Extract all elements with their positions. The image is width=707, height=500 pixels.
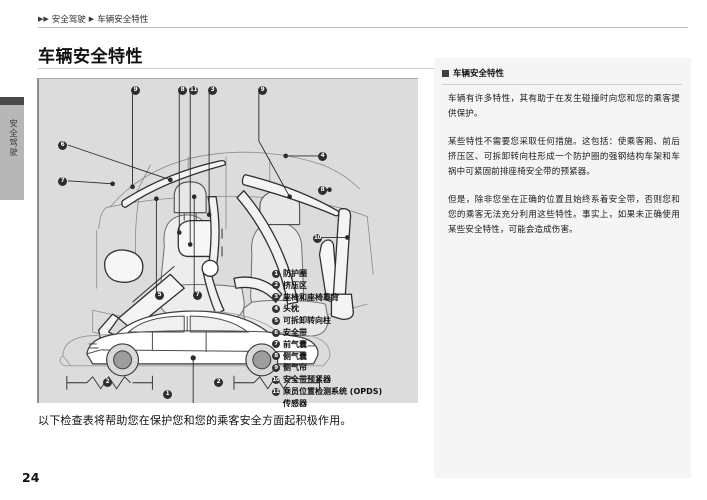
breadcrumb: ▶▶ 安全驾驶 ▶ 车辆安全特性 — [38, 13, 148, 25]
legend-label-5: 可拆卸转向柱 — [283, 316, 331, 326]
sidebar-body: 车辆有许多特性，其有助于在发生碰撞时向您和您的乘客提供保护。 某些特性不需要您采… — [448, 92, 680, 251]
legend-label-3: 座椅和座椅靠背 — [283, 292, 339, 302]
legend-num-3: 3 — [272, 293, 280, 302]
sidebar-paragraph-2: 某些特性不需要您采取任何措施。这包括：使乘客厢、前后挤压区、可拆卸转向柱形成一个… — [448, 137, 680, 177]
legend-num-10: 10 — [272, 375, 280, 384]
breadcrumb-arrow-icon: ▶ — [88, 14, 95, 23]
vehicle-interior-diagram — [59, 91, 374, 403]
legend-label-10: 安全带预紧器 — [283, 375, 331, 385]
legend-label-7: 前气囊 — [283, 339, 307, 349]
legend-num-1: 1 — [272, 269, 280, 278]
legend-label-6: 安全带 — [283, 327, 307, 337]
legend-label-11: 乘员位置检测系统 (OPDS) — [283, 386, 383, 396]
legend-num-8: 8 — [272, 352, 280, 361]
callout-9b: 9 — [258, 86, 267, 95]
callout-5: 5 — [155, 291, 164, 300]
legend-label-8: 侧气囊 — [283, 351, 307, 361]
callout-7a: 7 — [58, 177, 67, 186]
legend-label-9: 侧气帘 — [283, 363, 307, 373]
callout-9a: 9 — [131, 86, 140, 95]
callout-2a: 2 — [103, 378, 112, 387]
legend-num-11: 11 — [272, 387, 280, 396]
legend-num-4: 4 — [272, 304, 280, 313]
header-divider — [38, 27, 688, 28]
breadcrumb-item-0[interactable]: 安全驾驶 — [51, 15, 86, 25]
callout-8a: 8 — [178, 86, 187, 95]
sidebar-paragraph-3: 但是，除非您坐在正确的位置且始终系着安全带，否则您和您的乘客无法充分利用这些特性… — [448, 195, 680, 235]
legend-num-6: 6 — [272, 328, 280, 337]
breadcrumb-item-1[interactable]: 车辆安全特性 — [97, 15, 149, 25]
callout-7b: 7 — [193, 291, 202, 300]
legend-num-5: 5 — [272, 316, 280, 325]
legend-label-11-cont: 传感器 — [283, 398, 307, 408]
page-caption: 以下检查表将帮助您在保护您和您的乘客安全方面起积极作用。 — [38, 414, 352, 427]
sidebar-title: 车辆安全特性 — [453, 69, 505, 79]
callout-3: 3 — [208, 86, 217, 95]
sidebar-header: 车辆安全特性 — [442, 67, 504, 79]
callout-8b: 8 — [318, 186, 327, 195]
square-bullet-icon — [442, 69, 449, 77]
callout-6: 6 — [58, 141, 67, 150]
thumb-tab-label: 安全驾驶 — [7, 119, 18, 157]
page-title: 车辆安全特性 — [38, 47, 143, 67]
legend-num-9: 9 — [272, 363, 280, 372]
callout-10: 10 — [313, 234, 322, 243]
vehicle-safety-illustration-panel — [37, 78, 418, 403]
legend-num-7: 7 — [272, 340, 280, 349]
sidebar-paragraph-1: 车辆有许多特性，其有助于在发生碰撞时向您和您的乘客提供保护。 — [448, 94, 680, 119]
title-divider — [38, 68, 688, 69]
sidebar-panel: 车辆安全特性 车辆有许多特性，其有助于在发生碰撞时向您和您的乘客提供保护。 某些… — [434, 58, 691, 478]
page-number: 24 — [22, 470, 40, 485]
breadcrumb-double-arrow-icon: ▶▶ — [38, 14, 49, 23]
callout-2b: 2 — [214, 378, 223, 387]
legend-label-1: 防护圈 — [283, 269, 307, 278]
legend-label-4: 头枕 — [283, 304, 299, 314]
callout-4: 4 — [318, 152, 327, 161]
legend-num-2: 2 — [272, 281, 280, 290]
legend-label-2: 挤压区 — [283, 280, 307, 290]
thumb-tab-cap — [0, 97, 24, 106]
sidebar-divider — [442, 84, 682, 85]
callout-1: 1 — [163, 390, 172, 399]
section-thumb-tab[interactable]: 安全驾驶 — [0, 105, 24, 200]
callout-11: 11 — [189, 86, 198, 95]
